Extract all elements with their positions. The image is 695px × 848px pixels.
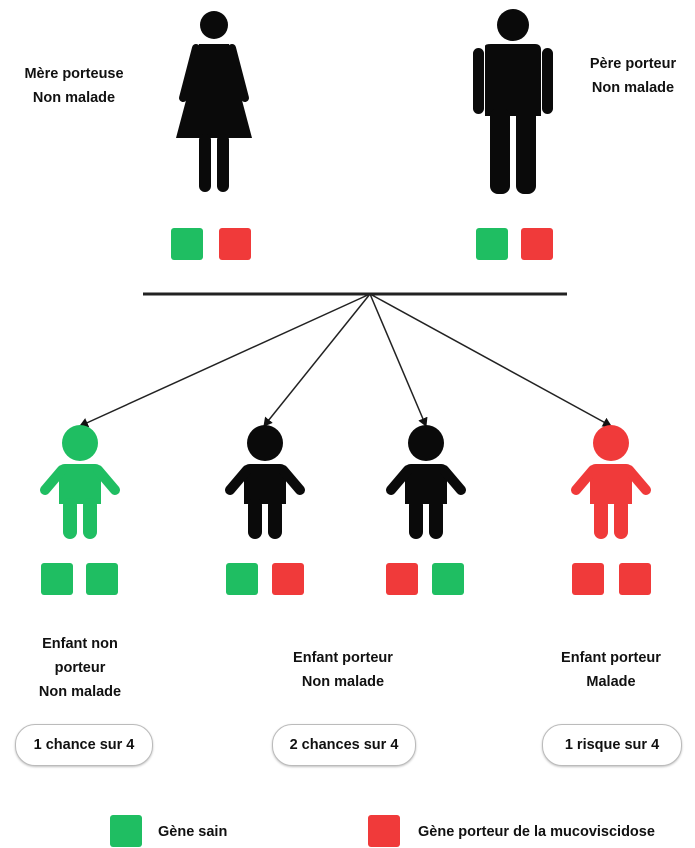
legend-swatch-healthy [110, 815, 142, 847]
arrow-child-2 [263, 293, 371, 427]
child-icon-1 [40, 425, 120, 539]
legend-label-carrier: Gène porteur de la mucoviscidose [418, 824, 655, 840]
mother-label: Mère porteuse Non malade [2, 62, 146, 110]
mother-label-line2: Non malade [32, 90, 116, 106]
father-icon [473, 9, 553, 194]
arrow-child-1 [79, 293, 371, 428]
outcome-1-line3: Non malade [38, 684, 122, 700]
probability-badge-2: 2 chances sur 4 [272, 724, 416, 766]
outcome-1-line2: porteur [54, 660, 106, 676]
child-icon-3 [386, 425, 466, 539]
child-2-gene-2 [272, 563, 304, 595]
father-gene-1 [476, 228, 508, 260]
child-4-gene-1 [572, 563, 604, 595]
outcome-2-line1: Enfant porteur [293, 650, 393, 666]
outcome-label-1: Enfant non porteur Non malade [10, 632, 150, 704]
probability-badge-3: 1 risque sur 4 [542, 724, 682, 766]
child-3-gene-2 [432, 563, 464, 595]
outcome-1-line1: Enfant non [42, 636, 118, 652]
child-1-gene-1 [41, 563, 73, 595]
child-icon-2 [225, 425, 305, 539]
child-2-gene-1 [226, 563, 258, 595]
child-4-gene-2 [619, 563, 651, 595]
father-label-line1: Père porteur [589, 56, 677, 72]
arrow-child-4 [369, 293, 612, 427]
father-label-line2: Non malade [591, 80, 675, 96]
probability-badge-1: 1 chance sur 4 [15, 724, 153, 766]
mother-label-line1: Mère porteuse [24, 66, 124, 82]
child-icon-4 [571, 425, 651, 539]
arrow-child-3 [369, 293, 428, 427]
outcome-3-line2: Malade [586, 674, 636, 690]
outcome-3-line1: Enfant porteur [561, 650, 661, 666]
outcome-2-line2: Non malade [301, 674, 385, 690]
legend-swatch-carrier [368, 815, 400, 847]
child-3-gene-1 [386, 563, 418, 595]
mother-icon [176, 11, 252, 192]
mother-gene-1 [171, 228, 203, 260]
outcome-label-3: Enfant porteur Malade [531, 646, 691, 694]
outcome-label-2: Enfant porteur Non malade [263, 646, 423, 694]
child-1-gene-2 [86, 563, 118, 595]
legend-label-healthy: Gène sain [158, 824, 228, 840]
father-gene-2 [521, 228, 553, 260]
father-label: Père porteur Non malade [571, 52, 695, 100]
mother-gene-2 [219, 228, 251, 260]
